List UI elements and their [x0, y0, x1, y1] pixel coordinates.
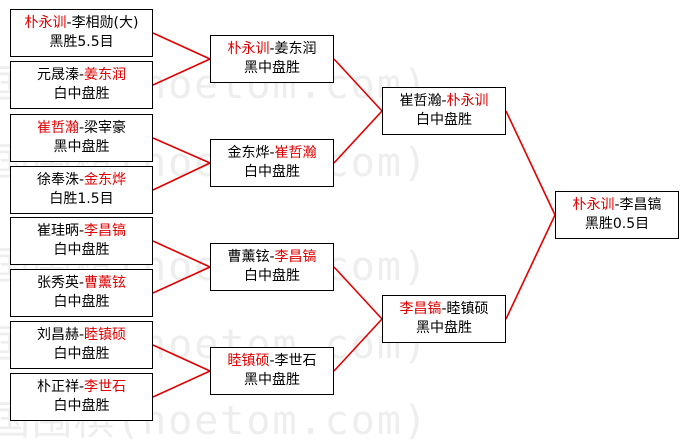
match-result: 白中盘胜 — [53, 398, 110, 414]
match-box-round1-3: 崔哲瀚-梁宰豪 黑中盘胜 — [10, 114, 153, 162]
match-result: 白中盘胜 — [416, 112, 472, 128]
match-result: 黑中盘胜 — [244, 372, 300, 388]
match-players: 金东烨-崔哲瀚 — [227, 145, 317, 161]
match-box-round2-2: 金东烨-崔哲瀚 白中盘胜 — [210, 139, 334, 187]
player-a: 朴永训 — [572, 197, 615, 213]
player-a: 崔珪昞 — [36, 223, 79, 239]
player-b: 睦镇硕 — [446, 301, 489, 317]
bracket-connector-line — [152, 162, 211, 191]
match-result: 白中盘胜 — [244, 268, 300, 284]
bracket-connector-line — [152, 240, 211, 268]
match-result: 黑胜0.5目 — [584, 216, 650, 232]
player-b: 李昌镐 — [619, 197, 662, 213]
match-players: 元晟溱-姜东润 — [36, 67, 127, 83]
match-players: 徐奉洙-金东烨 — [36, 172, 127, 188]
bracket-connector-line — [505, 214, 556, 320]
match-players: 崔哲瀚-梁宰豪 — [36, 120, 127, 136]
bracket-connector-line — [152, 58, 211, 86]
match-box-final: 朴永训-李昌镐 黑胜0.5目 — [555, 191, 679, 239]
match-box-round1-1: 朴永训-李相勋(大) 黑胜5.5目 — [10, 9, 153, 57]
player-a: 元晟溱 — [36, 67, 79, 83]
player-b: 睦镇硕 — [84, 327, 127, 343]
bracket-connector-line — [333, 318, 383, 372]
match-result: 白中盘胜 — [53, 346, 110, 362]
match-box-round1-8: 朴正祥-李世石 白中盘胜 — [10, 373, 153, 421]
player-a: 李昌镐 — [399, 301, 442, 317]
match-players: 崔珪昞-李昌镐 — [36, 223, 127, 239]
match-box-round1-4: 徐奉洙-金东烨 白胜1.5目 — [10, 166, 153, 214]
bracket-connector-line — [505, 110, 556, 216]
match-result: 黑中盘胜 — [244, 60, 300, 76]
match-result: 白中盘胜 — [53, 294, 110, 310]
match-players: 朴永训-姜东润 — [227, 41, 317, 57]
match-box-round2-1: 朴永训-姜东润 黑中盘胜 — [210, 35, 334, 83]
player-a: 徐奉洙 — [36, 172, 79, 188]
bracket-connector-line — [152, 32, 211, 60]
match-box-round2-4: 睦镇硕-李世石 黑中盘胜 — [210, 347, 334, 395]
player-b: 姜东润 — [84, 67, 127, 83]
player-a: 张秀英 — [36, 275, 79, 291]
player-a: 睦镇硕 — [227, 353, 270, 369]
match-players: 朴永训-李相勋(大) — [24, 15, 139, 31]
player-b: 李世石 — [274, 353, 317, 369]
player-b: 李世石 — [84, 379, 127, 395]
match-players: 李昌镐-睦镇硕 — [399, 301, 489, 317]
match-box-round1-5: 崔珪昞-李昌镐 白中盘胜 — [10, 217, 153, 265]
bracket-connector-line — [152, 137, 211, 164]
match-box-round1-2: 元晟溱-姜东润 白中盘胜 — [10, 61, 153, 109]
player-b: 李昌镐 — [84, 223, 127, 239]
match-players: 张秀英-曹薰铉 — [36, 275, 127, 291]
player-a: 曹薰铉 — [227, 249, 270, 265]
player-a: 金东烨 — [227, 145, 270, 161]
player-a: 朴永训 — [227, 41, 270, 57]
player-a: 崔哲瀚 — [399, 93, 442, 109]
player-b: 朴永训 — [446, 93, 489, 109]
match-result: 白中盘胜 — [244, 164, 300, 180]
match-box-round3-2: 李昌镐-睦镇硕 黑中盘胜 — [382, 295, 506, 343]
match-result: 白胜1.5目 — [49, 191, 114, 207]
player-b: 李昌镐 — [274, 249, 317, 265]
match-result: 白中盘胜 — [53, 86, 110, 102]
player-a: 朴正祥 — [36, 379, 79, 395]
bracket-connector-line — [333, 58, 383, 112]
bracket-connector-line — [333, 266, 383, 320]
match-players: 曹薰铉-李昌镐 — [227, 249, 317, 265]
match-result: 白中盘胜 — [53, 242, 110, 258]
player-b: 崔哲瀚 — [274, 145, 317, 161]
bracket-connector-line — [152, 344, 211, 372]
match-result: 黑中盘胜 — [53, 139, 110, 155]
player-b: 姜东润 — [274, 41, 317, 57]
match-box-round1-7: 刘昌赫-睦镇硕 白中盘胜 — [10, 321, 153, 369]
player-b: 金东烨 — [84, 172, 127, 188]
match-players: 朴正祥-李世石 — [36, 379, 127, 395]
match-result: 黑中盘胜 — [416, 320, 472, 336]
match-box-round3-1: 崔哲瀚-朴永训 白中盘胜 — [382, 87, 506, 135]
match-players: 朴永训-李昌镐 — [572, 197, 662, 213]
player-a: 崔哲瀚 — [36, 120, 79, 136]
player-a: 朴永训 — [24, 15, 67, 31]
match-result: 黑胜5.5目 — [49, 34, 114, 50]
bracket-connectors — [152, 32, 556, 398]
player-b: 曹薰铉 — [84, 275, 127, 291]
bracket-connector-line — [152, 370, 211, 398]
match-players: 睦镇硕-李世石 — [227, 353, 317, 369]
match-box-round1-6: 张秀英-曹薰铉 白中盘胜 — [10, 269, 153, 317]
bracket-connector-line — [152, 266, 211, 294]
player-a: 刘昌赫 — [36, 327, 79, 343]
match-box-round2-3: 曹薰铉-李昌镐 白中盘胜 — [210, 243, 334, 291]
match-players: 刘昌赫-睦镇硕 — [36, 327, 127, 343]
match-players: 崔哲瀚-朴永训 — [399, 93, 489, 109]
player-b: 梁宰豪 — [84, 120, 127, 136]
player-b: 李相勋(大) — [71, 15, 139, 31]
bracket-connector-line — [333, 110, 383, 164]
